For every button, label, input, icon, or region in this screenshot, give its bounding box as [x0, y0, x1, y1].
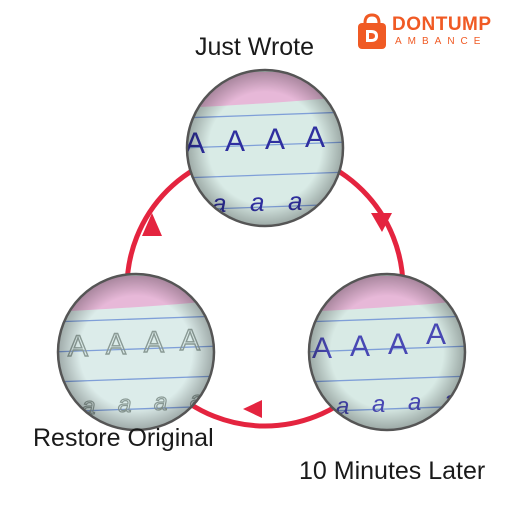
- logo-brand-top: DONTUMP: [392, 14, 492, 35]
- just-wrote-label: Just Wrote: [195, 33, 315, 61]
- restore-original-label: Restore Original: [33, 424, 214, 452]
- brand-logo: DONTUMP AMBANCE: [355, 10, 525, 54]
- arrow-to-just-wrote: [142, 213, 162, 236]
- arrow-to-ten-minutes: [371, 213, 392, 232]
- logo-brand-bottom: AMBANCE: [395, 36, 487, 47]
- arrow-to-restore-original: [243, 400, 262, 418]
- shopping-bag-icon: [358, 13, 386, 49]
- ten-minutes-later-magnifier: A A A A a a a a: [307, 272, 467, 432]
- ten-minutes-later-label: 10 Minutes Later: [299, 457, 486, 485]
- restore-original-magnifier: A A A A a a a a: [56, 272, 216, 432]
- just-wrote-magnifier: A A A A a a a a: [185, 68, 345, 228]
